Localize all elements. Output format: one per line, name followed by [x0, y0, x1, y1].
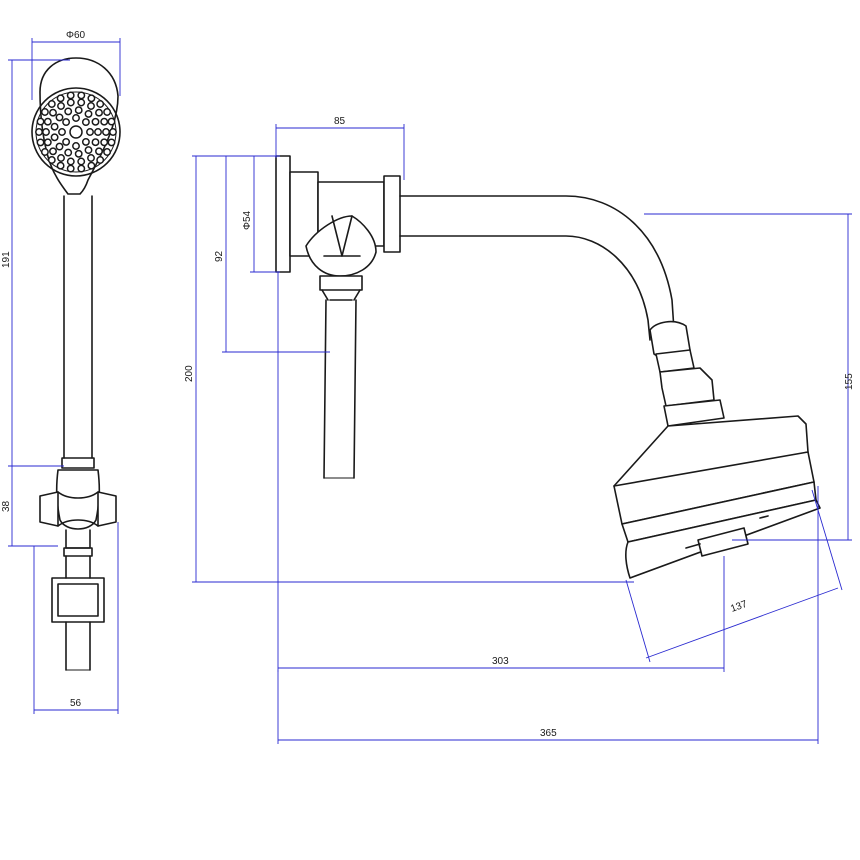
- curved-arm: [399, 195, 715, 407]
- nozzle: [56, 161, 65, 170]
- hand-shower-head: [31, 57, 121, 195]
- nozzle: [58, 128, 66, 136]
- nozzle: [49, 108, 57, 117]
- nozzle: [55, 113, 64, 122]
- spray-nozzles: [35, 91, 117, 173]
- wall-bracket: [39, 469, 117, 671]
- nozzle: [87, 94, 96, 103]
- nozzle: [36, 117, 45, 126]
- nozzle: [77, 98, 86, 107]
- nozzle: [95, 108, 103, 117]
- label-arm-reach: 303: [492, 656, 509, 667]
- nozzle: [81, 118, 90, 127]
- nozzle: [62, 118, 71, 127]
- label-flange-depth: 85: [334, 116, 346, 127]
- dimension-labels: Φ60 191 38 56 85 Φ54 92 200 155 137 303 …: [1, 30, 855, 739]
- nozzle: [47, 100, 56, 108]
- nozzle: [95, 147, 103, 156]
- nozzle: [87, 102, 95, 110]
- label-bracket-height: 38: [1, 500, 12, 512]
- nozzle: [35, 128, 43, 136]
- label-bracket-width: 56: [70, 698, 82, 709]
- nozzle: [64, 148, 73, 157]
- label-head-drop: 155: [844, 373, 855, 390]
- nozzle: [77, 157, 86, 166]
- nozzle: [36, 138, 45, 147]
- hand-shower-handle: [61, 195, 95, 469]
- nozzle: [40, 108, 49, 116]
- nozzle: [74, 106, 83, 115]
- nozzle: [72, 114, 80, 122]
- nozzle: [87, 154, 95, 162]
- nozzle: [57, 154, 65, 162]
- nozzle: [96, 100, 105, 108]
- nozzle: [43, 117, 52, 126]
- dimension-lines: [8, 38, 852, 744]
- nozzle: [107, 117, 116, 126]
- nozzle: [42, 128, 50, 136]
- nozzle: [84, 146, 93, 155]
- nozzle: [74, 149, 83, 158]
- nozzle: [100, 138, 109, 147]
- wall-flange: [275, 155, 319, 273]
- nozzle: [96, 156, 105, 164]
- tee-connector: [305, 175, 401, 479]
- fixed-shower-head: [613, 399, 821, 579]
- nozzle: [62, 137, 71, 146]
- label-total-drop: 200: [184, 365, 195, 382]
- nozzle: [77, 164, 86, 173]
- nozzle: [103, 108, 112, 116]
- nozzle: [43, 138, 52, 147]
- nozzle: [66, 91, 75, 100]
- nozzle: [91, 117, 100, 126]
- hand-shower-view: [31, 57, 121, 671]
- nozzle: [66, 98, 75, 107]
- nozzle: [64, 107, 73, 116]
- nozzle: [72, 142, 80, 150]
- label-outlet-drop: 92: [214, 250, 225, 262]
- nozzle: [109, 128, 117, 136]
- label-handset-diameter: Φ60: [66, 30, 86, 41]
- label-head-diameter: 137: [729, 599, 749, 615]
- nozzle: [91, 138, 100, 147]
- nozzle: [47, 156, 56, 164]
- nozzle: [94, 128, 102, 136]
- nozzle: [81, 137, 90, 146]
- nozzle: [77, 91, 86, 100]
- nozzle: [100, 117, 109, 126]
- nozzle: [84, 109, 93, 118]
- nozzle: [87, 161, 96, 170]
- nozzle: [66, 164, 75, 173]
- shower-arm-assembly: [275, 155, 821, 579]
- label-handset-length: 191: [1, 251, 12, 268]
- nozzle: [57, 102, 65, 110]
- nozzle: [103, 148, 112, 156]
- nozzle: [55, 142, 64, 151]
- nozzle: [40, 148, 49, 156]
- nozzle: [86, 128, 94, 136]
- label-flange-diameter: Φ54: [242, 210, 253, 230]
- nozzle: [50, 122, 59, 131]
- label-total-reach: 365: [540, 728, 557, 739]
- nozzle: [107, 138, 116, 147]
- nozzle: [50, 133, 59, 142]
- nozzle: [102, 128, 110, 136]
- nozzle: [66, 157, 75, 166]
- nozzle: [49, 147, 57, 156]
- nozzle: [56, 94, 65, 103]
